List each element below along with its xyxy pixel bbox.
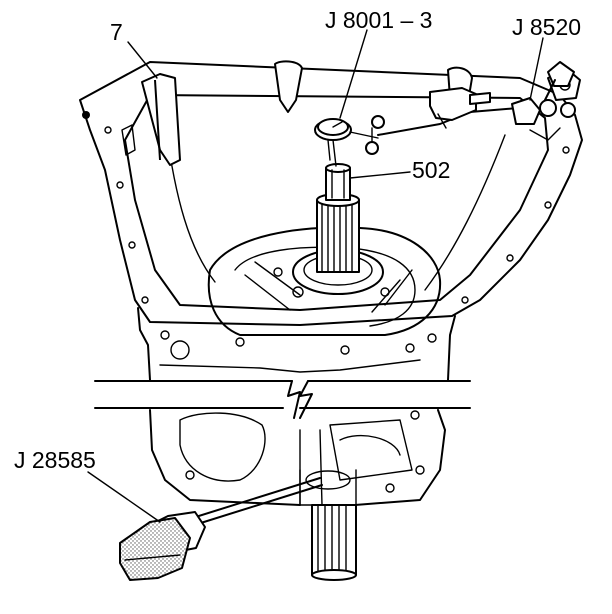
input-shaft bbox=[316, 163, 360, 273]
label-shaft: 502 bbox=[412, 157, 450, 183]
gearbox-housing bbox=[137, 307, 456, 506]
label-dial-indicator: J 8001 – 3 bbox=[325, 7, 432, 33]
screwdriver bbox=[119, 477, 323, 581]
label-housing: 7 bbox=[110, 19, 123, 45]
label-screwdriver: J 28585 bbox=[14, 447, 96, 473]
label-holder: J 8520 bbox=[512, 14, 581, 40]
output-shaft bbox=[299, 469, 357, 581]
section-break bbox=[0, 380, 612, 419]
indicator-holder bbox=[377, 61, 576, 141]
dial-indicator bbox=[314, 115, 385, 167]
bell-housing bbox=[79, 60, 583, 326]
leader-lines bbox=[87, 29, 544, 523]
